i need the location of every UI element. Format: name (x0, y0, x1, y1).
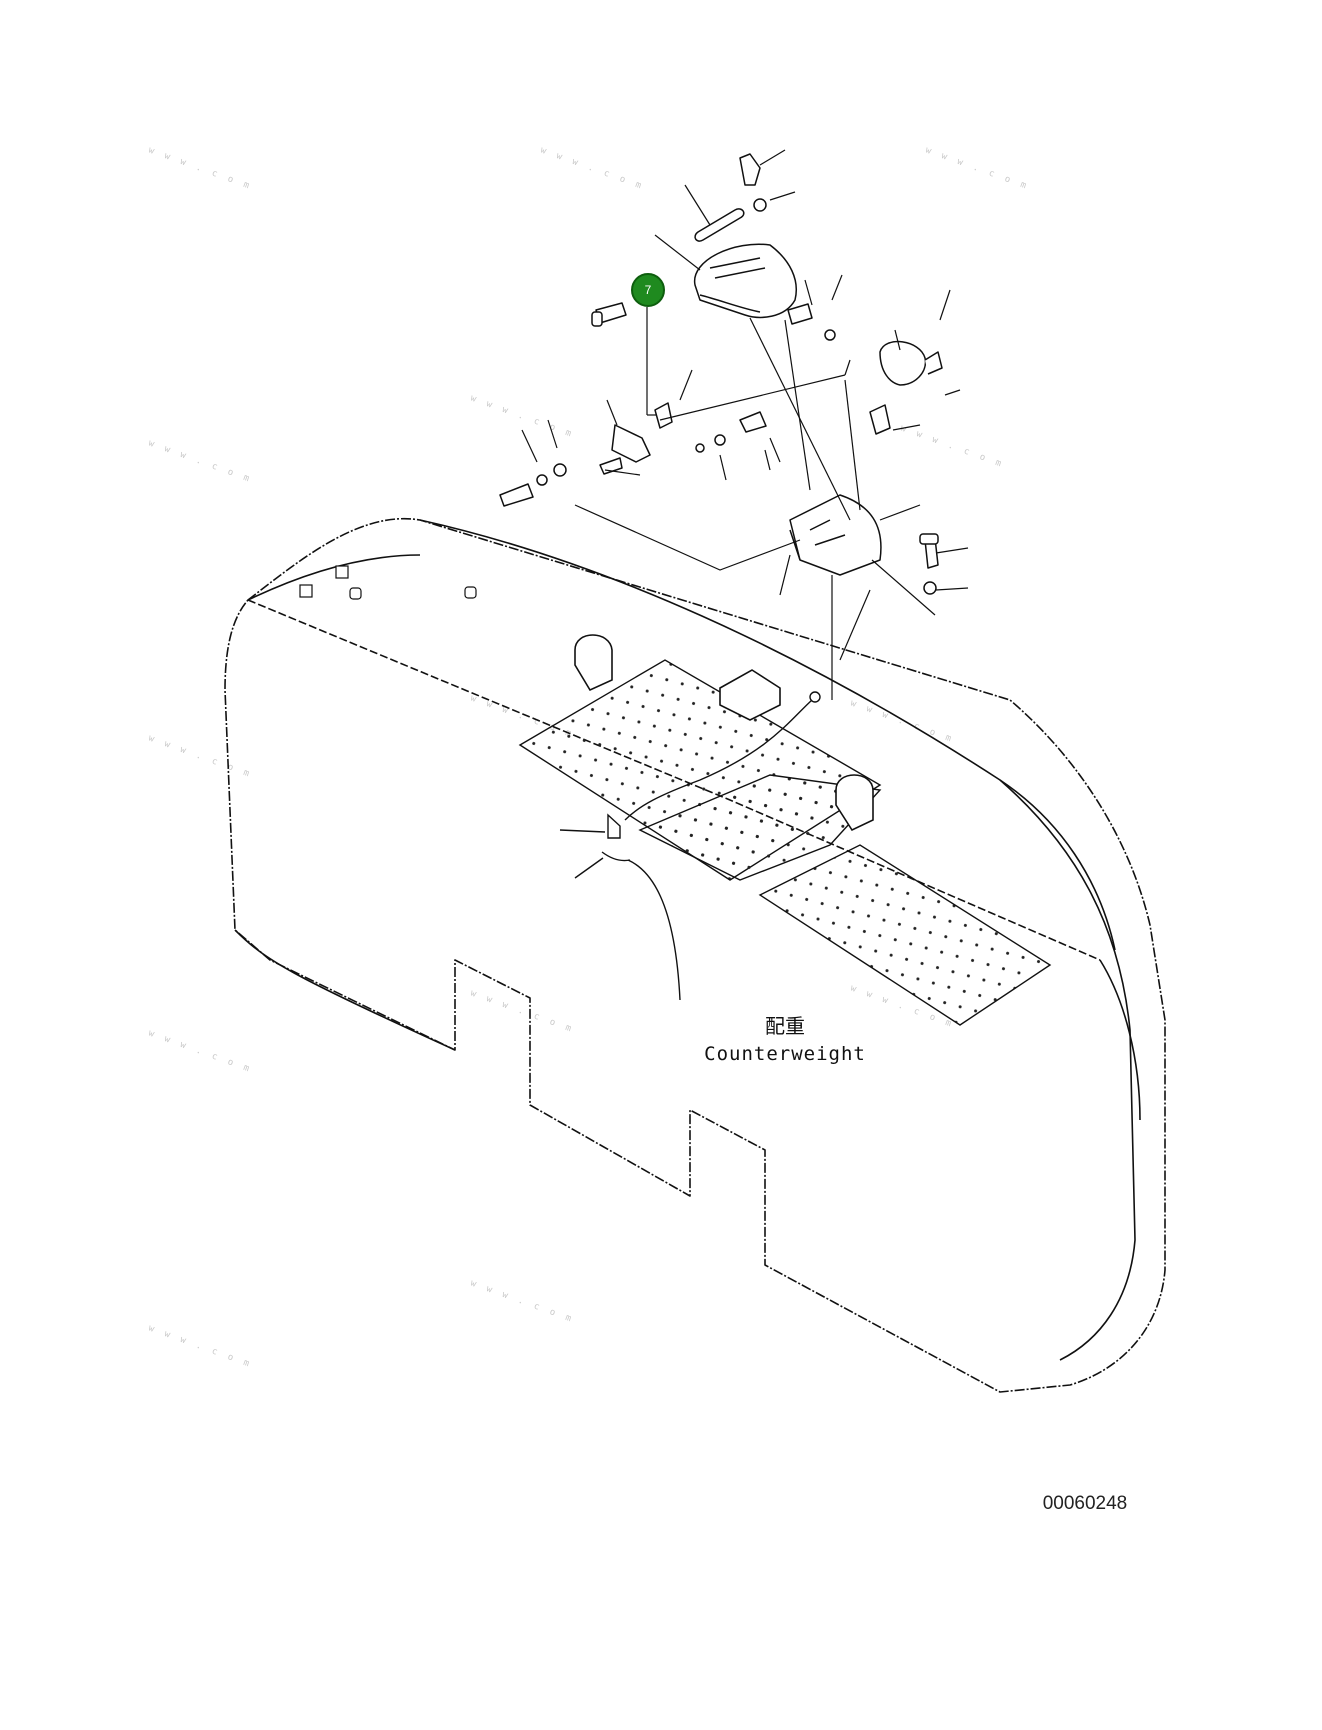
watermark: w w w . c o m (147, 438, 253, 485)
watermark: w w w . c o m (147, 733, 253, 780)
watermark: w w w . c o m (899, 423, 1005, 470)
lamp-assembly (499, 153, 943, 595)
callout-7[interactable]: 7 (631, 273, 665, 416)
part-label-en: Counterweight (704, 1043, 866, 1065)
watermark: w w w . c o m (147, 145, 253, 192)
watermark: w w w . c o m (469, 988, 575, 1035)
drawing-number: 00060248 (1043, 1493, 1128, 1514)
lamp-bracket (654, 402, 673, 429)
callout-circle (631, 273, 665, 307)
watermark: w w w . c o m (147, 1323, 253, 1370)
watermark: w w w . c o m (147, 1028, 253, 1075)
lifting-eyes (574, 634, 874, 832)
watermark: w w w . c o m (849, 698, 955, 745)
mount-block (719, 669, 781, 721)
lens (694, 208, 745, 242)
connector (879, 340, 927, 386)
callout-number: 7 (645, 283, 652, 297)
watermark: w w w . c o m (469, 1278, 575, 1325)
lamp-base (789, 494, 882, 576)
anti-slip-plates (518, 659, 1052, 1026)
wiring-harness (559, 691, 821, 1001)
top-bosses (299, 565, 477, 600)
part-label-cn: 配重 (765, 1014, 805, 1038)
lamp-cover (694, 243, 797, 319)
anti-slip-plate (758, 844, 1052, 1026)
watermark: w w w . c o m (469, 393, 575, 440)
fasteners (499, 153, 939, 595)
leader-lines (521, 149, 969, 700)
counterweight-body (224, 517, 1166, 1393)
lifting-eye (574, 634, 613, 692)
watermark: w w w . c o m (539, 145, 645, 192)
watermark: w w w . c o m (924, 145, 1030, 192)
lifting-eye (835, 774, 874, 832)
